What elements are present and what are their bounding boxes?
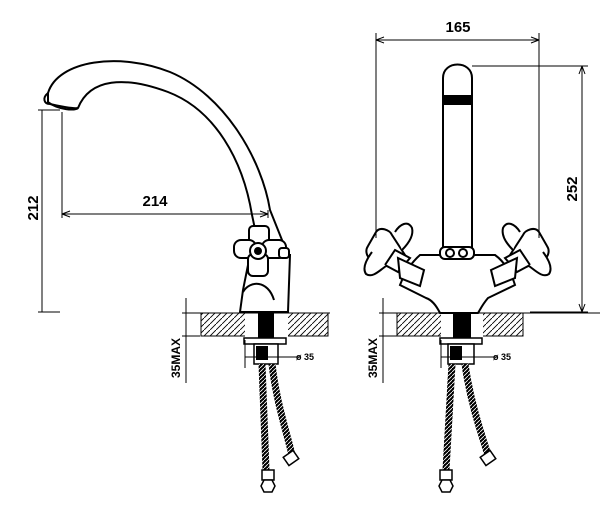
left-handle-front	[363, 222, 426, 288]
dimension-hole-side-label: ø 35	[296, 352, 314, 362]
dimension-width-front-label: 165	[445, 19, 470, 36]
hoses-side	[258, 363, 300, 493]
dimension-thickness-front	[379, 298, 397, 383]
faucet-body-side	[233, 225, 292, 313]
dimension-reach-side	[61, 112, 269, 218]
dimension-thickness-front-label: 35MAX	[366, 338, 380, 378]
dimension-hole-front-label: ø 35	[493, 352, 511, 362]
dimension-thickness-side	[182, 298, 200, 383]
dimension-reach-side-label: 214	[142, 193, 168, 210]
dimension-height-front	[472, 65, 588, 313]
spout-front	[442, 63, 473, 251]
dimension-height-side-label: 212	[25, 195, 42, 220]
right-handle-front	[489, 222, 552, 288]
dimension-hole-front	[440, 340, 497, 368]
dimension-height-front-label: 252	[564, 176, 581, 201]
dimension-thickness-side-label: 35MAX	[169, 338, 183, 378]
shank-side	[243, 313, 287, 365]
side-view: 212 214 35MAX ø 35	[25, 60, 330, 493]
dimension-height-side	[38, 109, 60, 313]
hoses-front	[438, 363, 497, 493]
dimension-hole-side	[244, 340, 300, 368]
faucet-body-front	[398, 246, 517, 314]
dimension-width-front	[375, 33, 540, 238]
front-view: 165 252 35MAX ø 35	[363, 19, 600, 493]
